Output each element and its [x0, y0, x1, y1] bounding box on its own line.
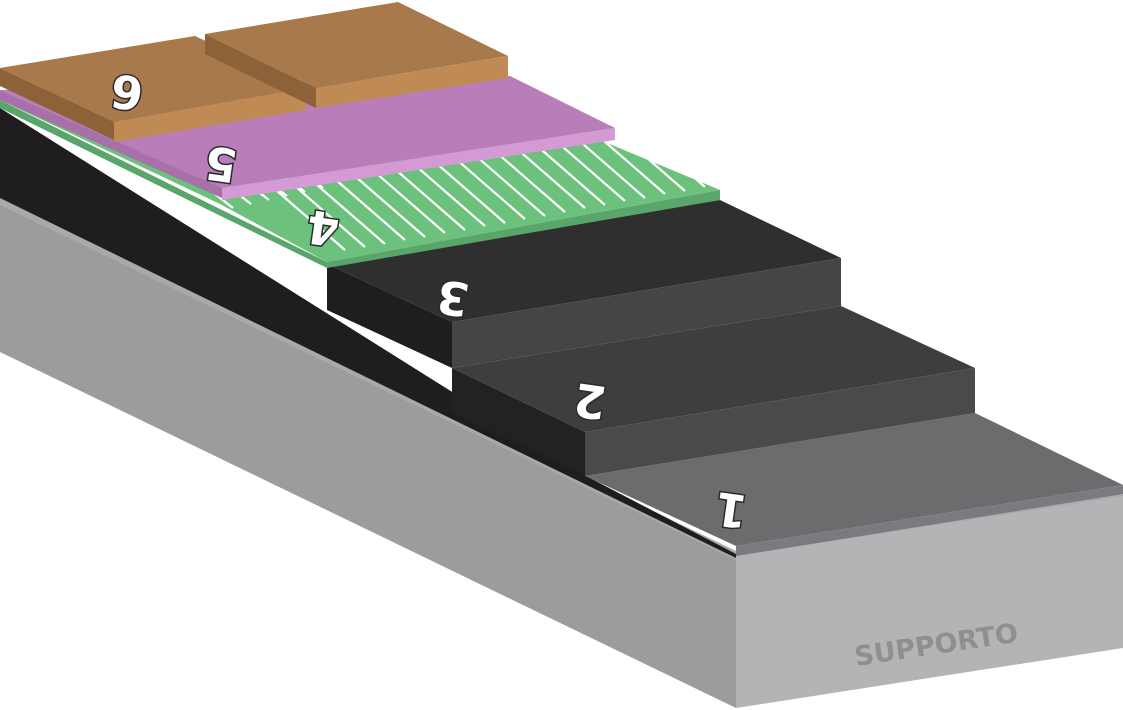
- layer-2-left: [452, 368, 585, 476]
- layer-3-front: [452, 258, 841, 368]
- layer-4-left-edge: [0, 100, 327, 268]
- layer-6-tile-2-top: [205, 2, 508, 88]
- layer-3: 3: [327, 200, 841, 368]
- support-front-face: [736, 496, 1123, 708]
- layer-4-front: [327, 190, 720, 268]
- layer-3-top: [327, 200, 841, 322]
- layer-6-number: 6: [107, 63, 146, 121]
- layer-2: 2: [452, 306, 975, 476]
- layer-1-front: [736, 485, 1123, 556]
- layer-1-number: 1: [711, 481, 750, 539]
- layer-2-front: [585, 368, 975, 476]
- layer-1-top: [585, 413, 1123, 546]
- layer-2-number: 2: [570, 372, 609, 430]
- support-left-face: [0, 200, 736, 708]
- layer-5: 5: [0, 76, 615, 200]
- layer-6-tile-1-front: [114, 88, 306, 142]
- layer-6-tile-2-left: [205, 34, 316, 108]
- layer-5-left-edge: [0, 90, 222, 198]
- support-block: SUPPORTO: [0, 195, 1123, 708]
- layer-5-front: [222, 128, 615, 200]
- layer-6-tile-2-front: [316, 56, 508, 108]
- layer-2-top: [452, 306, 975, 432]
- layer-1: 1: [585, 413, 1123, 556]
- layer-6-left-edge: [0, 68, 114, 140]
- layer-3-left: [327, 264, 452, 368]
- layer-6: 6: [0, 2, 508, 142]
